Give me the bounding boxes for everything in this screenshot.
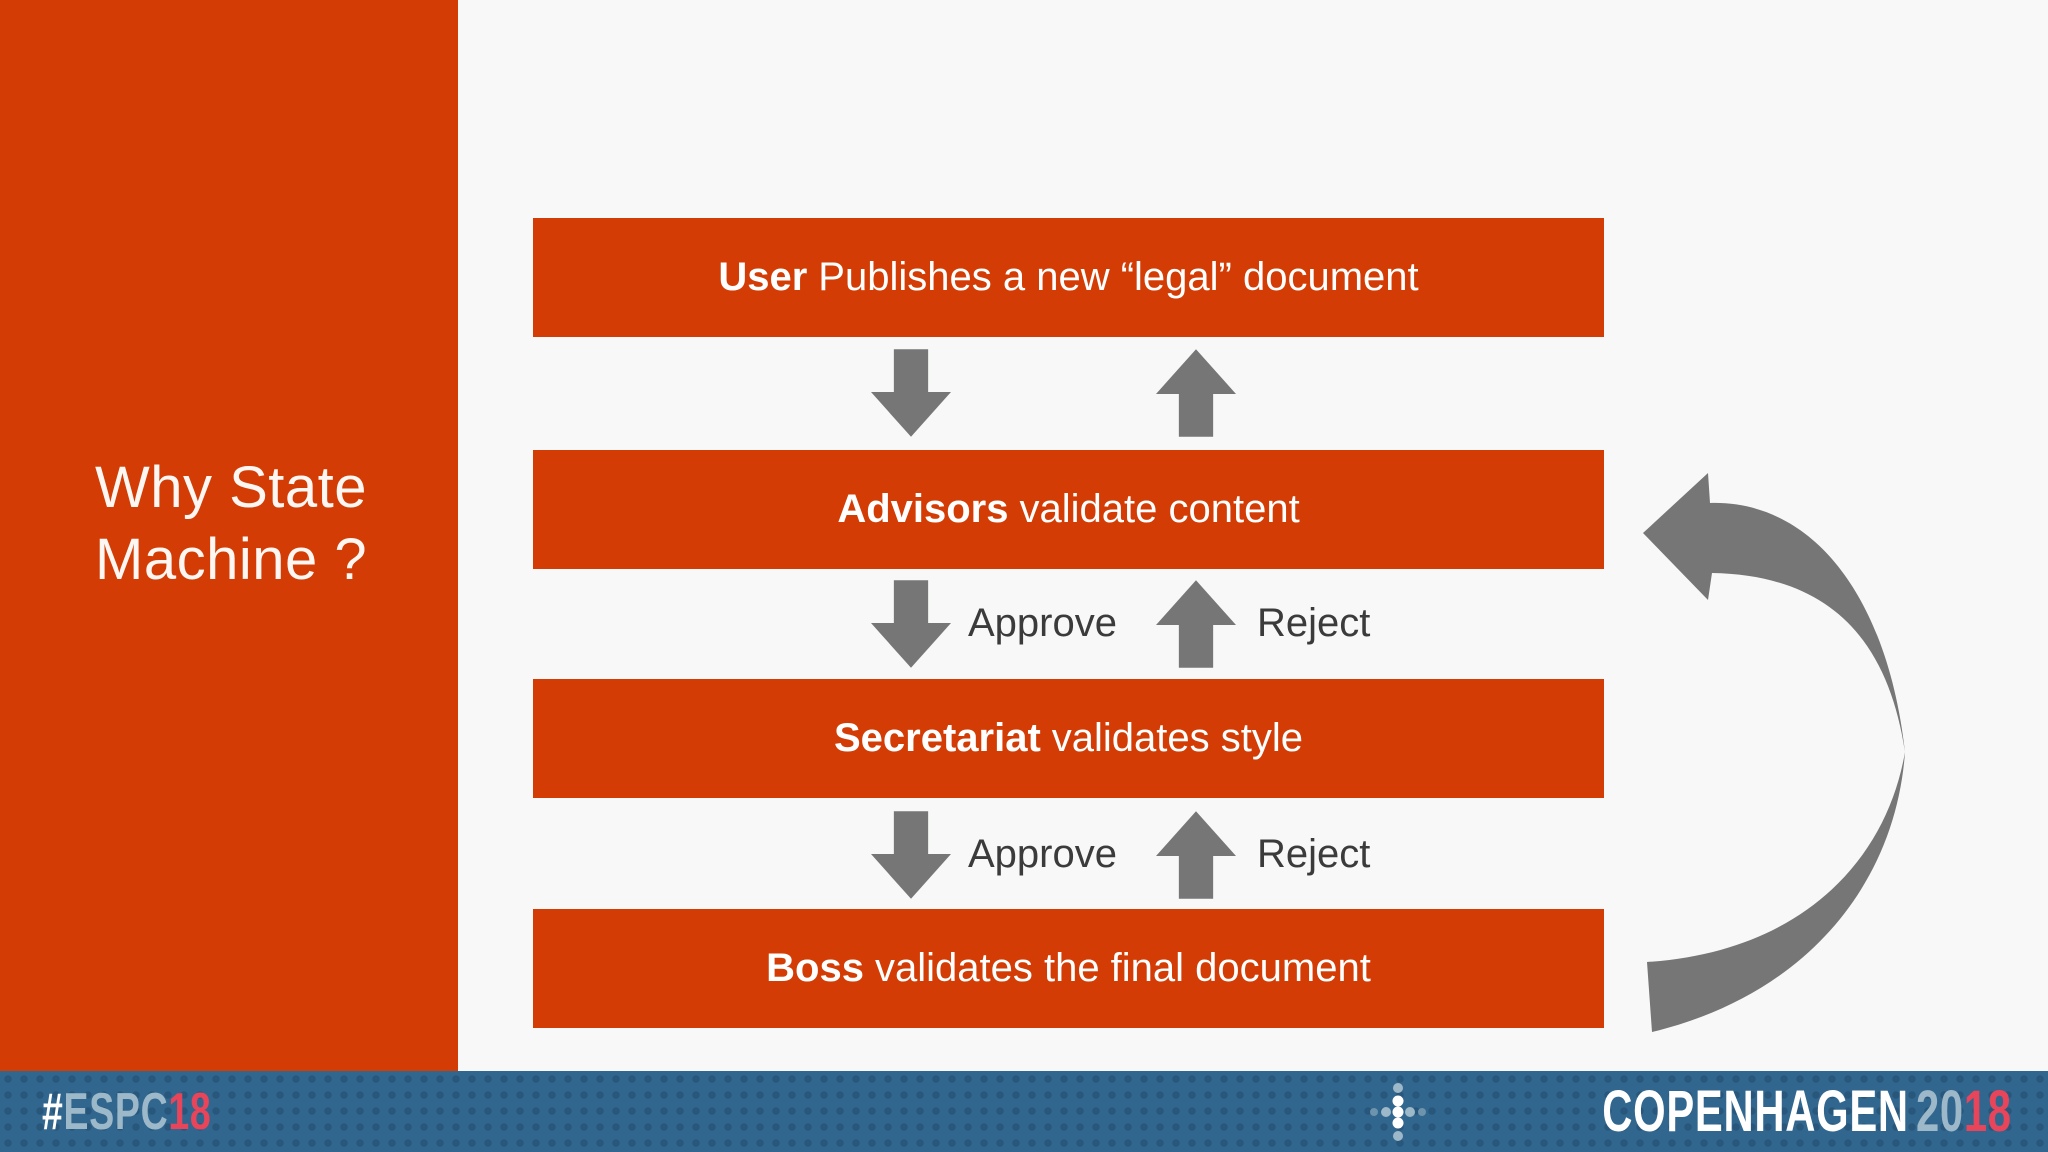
event-hashtag: #ESPC18: [42, 1082, 211, 1142]
hashtag-name: ESPC: [63, 1082, 169, 1141]
flow-box-user-lead: User: [718, 255, 808, 299]
down-arrow-icon: [871, 810, 951, 900]
flow-connector-2: Approve Reject: [533, 568, 1604, 679]
approve-label: Approve: [968, 831, 1117, 876]
conference-year-prefix: 20: [1916, 1079, 1965, 1144]
flow-box-advisors-text: validate content: [1019, 487, 1300, 531]
up-arrow-icon: [1156, 348, 1236, 438]
up-arrow-icon: [1156, 810, 1236, 900]
hashtag-year: 18: [168, 1082, 212, 1141]
page-title: Why State Machine ?: [95, 452, 367, 596]
sidebar-panel: Why State Machine ?: [0, 0, 458, 1071]
conference-year-suffix: 18: [1964, 1079, 2012, 1144]
page-title-line-2: Machine ?: [95, 527, 368, 592]
reject-label: Reject: [1257, 831, 1371, 876]
flow-box-boss: Boss validates the final document: [533, 909, 1604, 1028]
return-arrow-icon: [1600, 440, 2048, 1060]
down-arrow-icon: [871, 348, 951, 438]
flow-box-advisors: Advisors validate content: [533, 450, 1604, 569]
page-title-line-1: Why State: [95, 455, 368, 520]
flow-box-advisors-lead: Advisors: [837, 487, 1009, 531]
espc-dots-logo-icon: [1367, 1081, 1429, 1143]
flow-box-secretariat: Secretariat validates style: [533, 679, 1604, 798]
flow-connector-1: [533, 337, 1604, 450]
flow-box-secretariat-lead: Secretariat: [833, 716, 1041, 760]
flow-box-boss-text: validates the final document: [874, 946, 1371, 990]
flow-box-boss-lead: Boss: [766, 946, 864, 990]
reject-label: Reject: [1257, 601, 1371, 645]
flow-box-user: User Publishes a new “legal” document: [533, 218, 1604, 337]
conference-city: COPENHAGEN: [1602, 1079, 1910, 1144]
hashtag-hash: #: [42, 1082, 64, 1141]
flow-connector-3: Approve Reject: [533, 799, 1604, 909]
up-arrow-icon: [1156, 579, 1236, 669]
down-arrow-icon: [871, 579, 951, 669]
flow-box-user-text: Publishes a new “legal” document: [818, 255, 1419, 299]
approve-label: Approve: [968, 601, 1117, 645]
flow-box-secretariat-text: validates style: [1051, 716, 1304, 760]
